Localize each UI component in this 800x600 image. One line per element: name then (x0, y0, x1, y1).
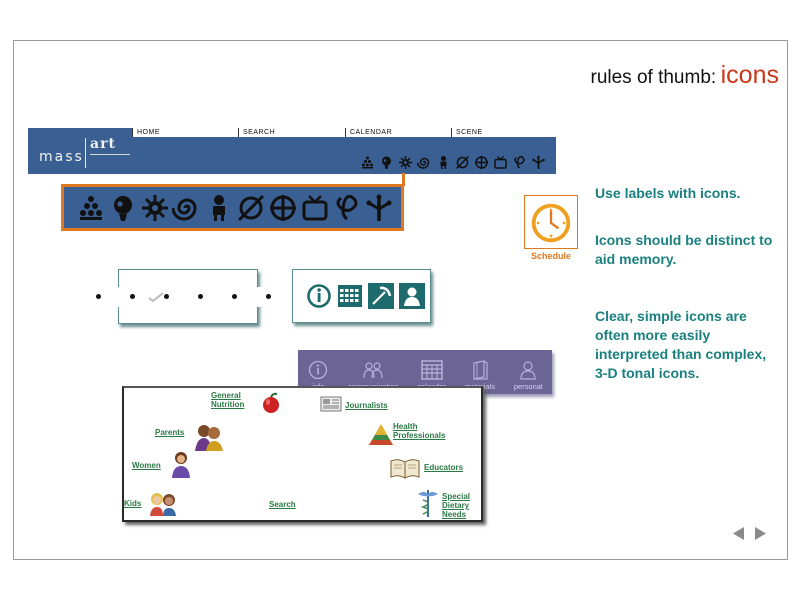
food-pyramid-icon (369, 424, 393, 445)
tip-distinct-icons: Icons should be distinct to aid memory. (595, 232, 773, 267)
tree-icon[interactable] (364, 193, 394, 223)
dot (164, 294, 169, 299)
figure-icon[interactable] (436, 155, 451, 170)
schedule-icon-example: Schedule (524, 195, 578, 263)
tab-scene[interactable]: SCENE (451, 128, 483, 137)
calendar-grid-icon (420, 360, 443, 380)
tab-home[interactable]: HOME (132, 128, 160, 137)
knot-icon[interactable] (332, 193, 362, 223)
tv-icon[interactable] (493, 155, 508, 170)
pick-icon[interactable] (368, 283, 394, 309)
previous-arrow-icon[interactable] (731, 526, 746, 541)
spiral-icon[interactable] (417, 155, 432, 170)
tab-search[interactable]: SEARCH (238, 128, 275, 137)
pyramid-icon[interactable] (76, 193, 106, 223)
newspaper-icon (320, 396, 342, 412)
tab-calendar[interactable]: CALENDAR (345, 128, 392, 137)
sunburst-icon[interactable] (398, 155, 413, 170)
link-kids[interactable]: Kids (124, 499, 142, 508)
schedule-icon-box (524, 195, 578, 249)
parents-picture (195, 425, 223, 451)
info-icon (309, 360, 328, 380)
open-book-icon (390, 459, 420, 479)
link-general-nutrition[interactable]: General Nutrition (211, 391, 245, 409)
dot (198, 294, 203, 299)
book-icon (473, 360, 488, 380)
toolbar-personal-label: personal (513, 382, 543, 391)
massart-logo-art: art (90, 136, 116, 152)
next-arrow-icon[interactable] (753, 526, 768, 541)
globe-cross-icon[interactable] (474, 155, 489, 170)
massart-tab-strip: HOME SEARCH CALENDAR SCENE (132, 128, 556, 137)
zoom-connector (402, 173, 405, 186)
title-main: rules of thumb: (590, 67, 717, 88)
dot (130, 294, 135, 299)
caduceus-icon (418, 490, 438, 517)
tip-use-labels: Use labels with icons. (595, 185, 741, 201)
link-women[interactable]: Women (132, 461, 161, 470)
dots-row (96, 287, 286, 307)
head-icon[interactable] (379, 155, 394, 170)
person-icon (520, 361, 536, 380)
globe-cross-icon[interactable] (268, 193, 298, 223)
schedule-label: Schedule (530, 251, 571, 261)
dot (96, 294, 101, 299)
person-icon[interactable] (399, 283, 425, 309)
massart-header: HOME SEARCH CALENDAR SCENE mass art (28, 128, 556, 174)
link-parents[interactable]: Parents (155, 428, 185, 437)
pyramid-icon[interactable] (360, 155, 375, 170)
massart-enlarged-icon-bar (61, 184, 404, 231)
slide-navigation (731, 526, 768, 541)
logo-divider (85, 138, 86, 168)
dot (232, 294, 237, 299)
nutrition-site-map: General Nutrition Journalists Parents He… (122, 386, 483, 522)
head-icon[interactable] (108, 193, 138, 223)
info-icon[interactable] (306, 283, 332, 309)
logo-underline (90, 154, 130, 155)
apple-icon (263, 392, 279, 413)
massart-logo-mass: mass (39, 149, 84, 165)
slashed-circle-icon[interactable] (455, 155, 470, 170)
tree-icon[interactable] (531, 155, 546, 170)
clock-icon (531, 203, 571, 243)
dot (266, 294, 271, 299)
link-health-professionals[interactable]: Health Professionals (393, 422, 446, 440)
slashed-circle-icon[interactable] (236, 193, 266, 223)
slide-title: rules of thumb: icons (591, 61, 780, 90)
massart-mini-icon-row (360, 155, 546, 170)
kids-picture (150, 493, 176, 516)
knot-icon[interactable] (512, 155, 527, 170)
checkmark-icon (148, 292, 164, 303)
slide: rules of thumb: icons HOME SEARCH CALEND… (13, 40, 788, 560)
people-icon (363, 362, 383, 379)
spiral-icon[interactable] (172, 193, 202, 223)
link-special-dietary-needs[interactable]: Special Dietary Needs (442, 492, 471, 519)
title-accent: icons (720, 61, 779, 89)
figure-icon[interactable] (204, 193, 234, 223)
sunburst-icon[interactable] (140, 193, 170, 223)
link-educators[interactable]: Educators (424, 463, 464, 472)
link-journalists[interactable]: Journalists (345, 401, 388, 410)
tip-simple-icons: Clear, simple icons are often more easil… (595, 308, 767, 381)
teal-icon-set (292, 269, 431, 323)
woman-picture (172, 452, 190, 478)
tv-icon[interactable] (300, 193, 330, 223)
link-search[interactable]: Search (269, 500, 296, 509)
toolbar-personal-button[interactable]: personal (504, 350, 551, 394)
calendar-grid-icon[interactable] (337, 283, 363, 309)
